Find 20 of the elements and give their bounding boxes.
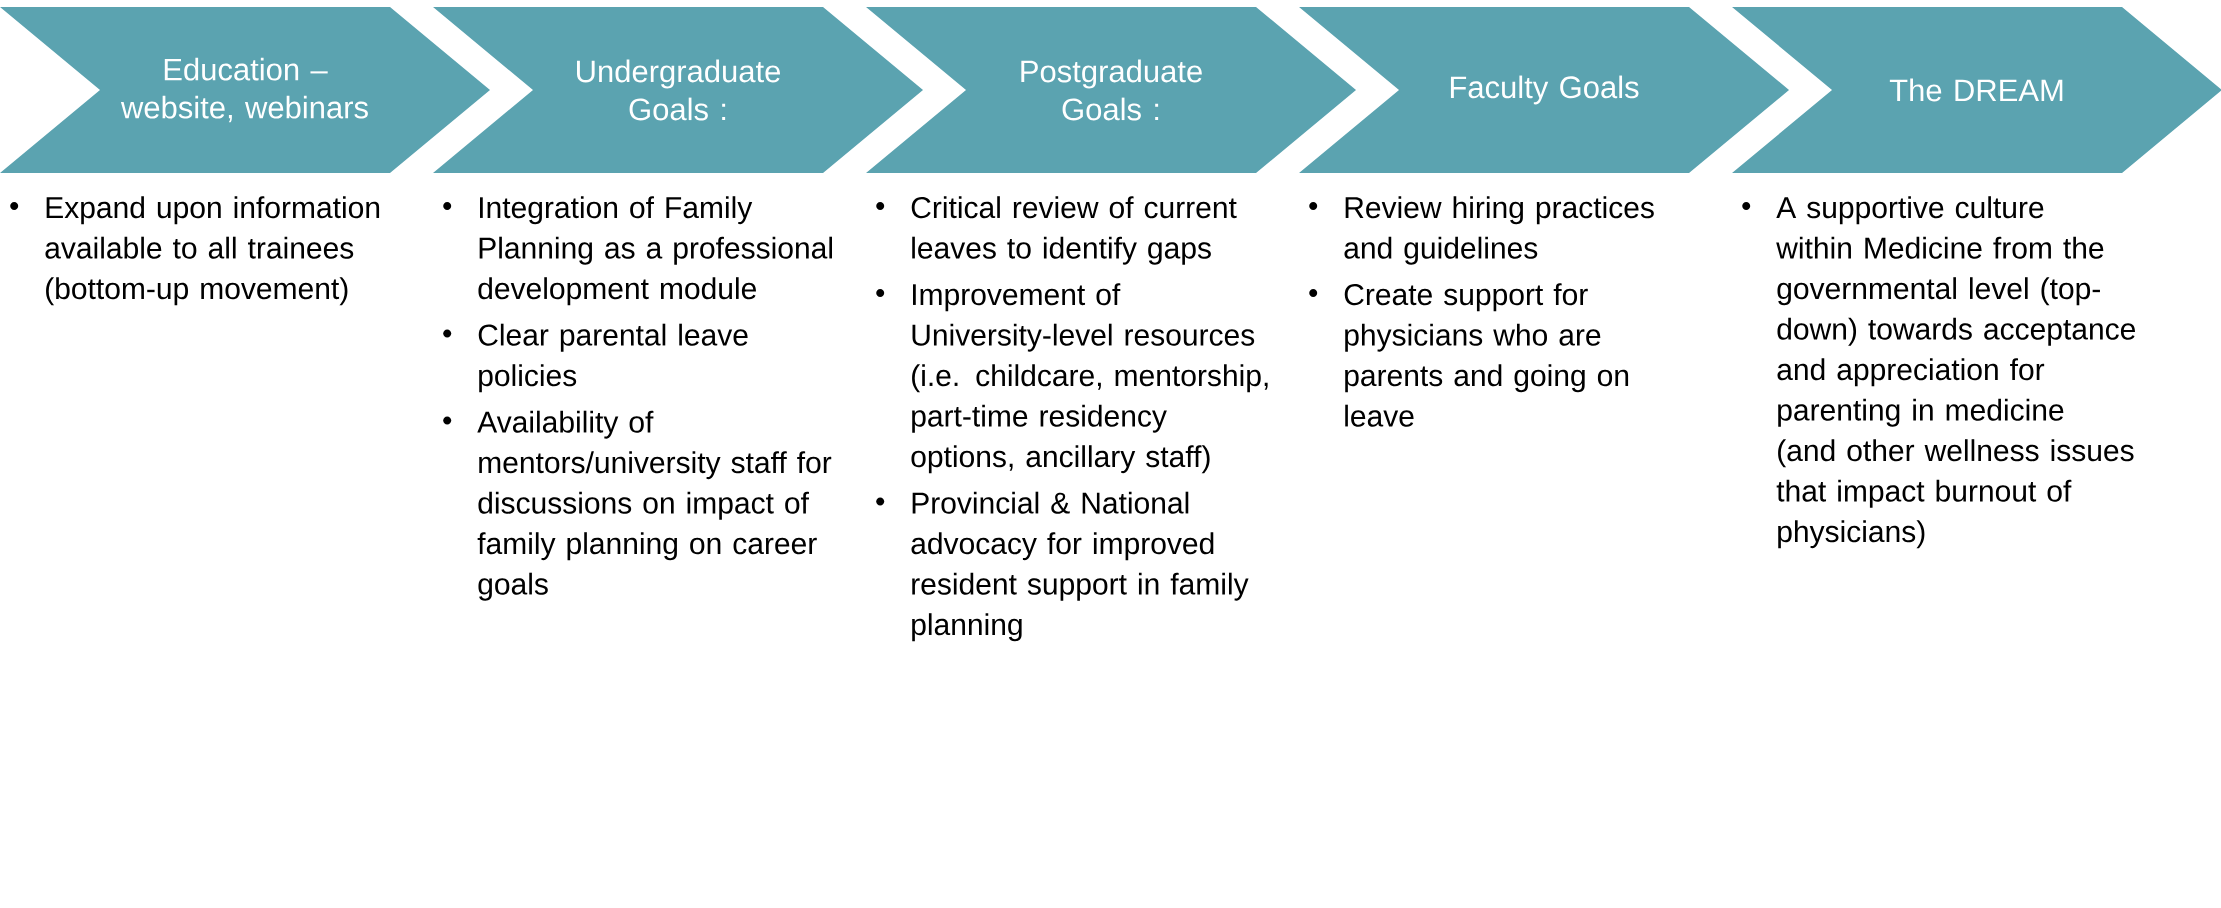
- bullet-text: Provincial & National advocacy for improved resident support in family planning: [911, 491, 1249, 642]
- chevron-banner: Education – website, webinars: [0, 7, 490, 173]
- node-label: Education – website, webinars: [120, 57, 368, 123]
- bullet-text: Integration of Family Planning as a professional development module: [478, 196, 832, 306]
- bullet-text: Critical review of current leaves to identify gaps: [911, 196, 1237, 265]
- bullet-text: Improvement of University-level resources (i.e. childcare, mentorship, part-time residency options, ancillary staff): [911, 283, 1268, 474]
- node-label: Faculty Goals: [1450, 75, 1639, 105]
- bullet-text: Clear parental leave policies: [478, 323, 748, 393]
- node-label: Undergraduate Goals :: [577, 59, 781, 121]
- node-label: Postgraduate Goals :: [1021, 59, 1202, 121]
- bullet-text: Create support for physicians who are parents and going on leave: [1344, 283, 1629, 427]
- chevron-banner: The DREAM: [1732, 7, 2221, 173]
- bullet-text: Expand upon information available to all trainees (bottom-up movement): [45, 196, 380, 306]
- bullet-text: Review hiring practices and guidelines: [1344, 196, 1654, 265]
- chevron-banner: Postgraduate Goals :: [866, 7, 1356, 173]
- bullet-text: A supportive culture within Medicine from the governmental level (top-down) towards acceptance and appreciation for parenting in medicine (and other wellness issues that impact burnout of physicians): [1776, 196, 2135, 549]
- node-label: The DREAM: [1889, 78, 2063, 102]
- bullet-text: Availability of mentors/university staff for discussions on impact of family planning on career goals: [477, 410, 832, 601]
- chevron-banner: Faculty Goals: [1299, 7, 1789, 173]
- chevron-banner: Undergraduate Goals :: [433, 7, 923, 173]
